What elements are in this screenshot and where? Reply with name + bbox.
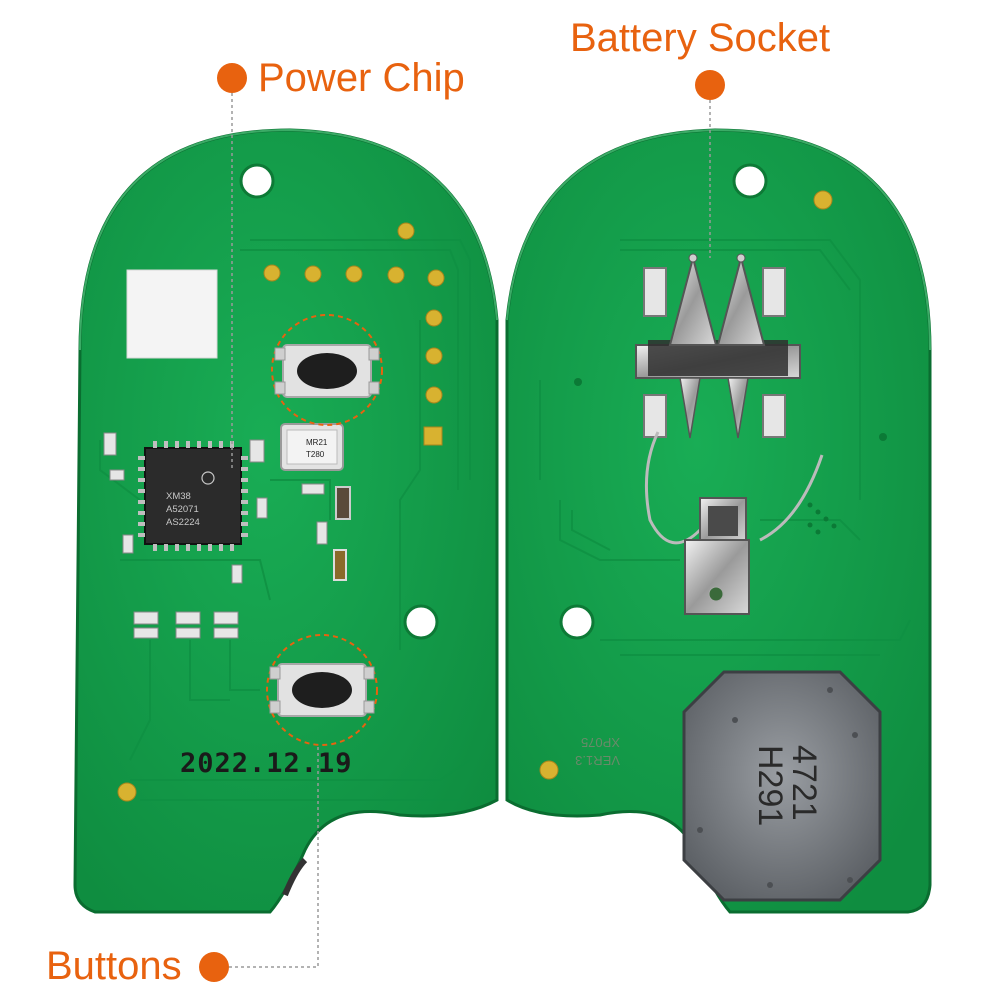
- callout-label-buttons: Buttons: [46, 944, 182, 988]
- test-pad: [117, 782, 137, 802]
- coil-marking-line2: H291: [751, 745, 789, 826]
- callout-battery-socket: [695, 70, 725, 258]
- callout-label-power-chip: Power Chip: [258, 56, 465, 100]
- pcb-back-board: XP075 VER1.3 4721 H291: [505, 128, 932, 914]
- callout-label-battery-socket: Battery Socket: [570, 16, 831, 60]
- coil-marking-line1: 4721: [785, 745, 823, 821]
- board-id-line1: XP075: [581, 735, 620, 750]
- test-pad: [813, 190, 833, 210]
- chip-marking-line2: A52071: [166, 504, 199, 515]
- test-pad: [539, 760, 559, 780]
- mounting-hole: [239, 163, 275, 199]
- chip-marking-line3: AS2224: [166, 517, 200, 528]
- power-chip: XM38 A52071 AS2224: [138, 441, 248, 551]
- callout-power-chip: [217, 63, 247, 470]
- mounting-hole: [732, 163, 768, 199]
- white-label-pad: [126, 269, 218, 359]
- battery-socket: [635, 253, 824, 545]
- battery-socket-marker-icon: [695, 70, 725, 100]
- crystal-oscillator: MR21 T280: [280, 423, 344, 471]
- tactile-button-upper: [271, 314, 383, 426]
- board-id-line2: VER1.3: [575, 753, 620, 768]
- mounting-hole: [559, 604, 595, 640]
- crystal-marking-line2: T280: [306, 450, 325, 459]
- pcb-front-outline: [73, 128, 499, 914]
- antenna-coil: 4721 H291: [682, 670, 882, 902]
- power-chip-marker-icon: [217, 63, 247, 93]
- chip-marking-line1: XM38: [166, 491, 191, 502]
- callout-buttons: [199, 745, 319, 982]
- tactile-button-lower: [266, 634, 378, 746]
- pcb-front-board: XM38 A52071 AS2224 MR21 T280: [73, 128, 499, 914]
- chip-logo-icon: [201, 471, 215, 485]
- buttons-marker-icon: [199, 952, 229, 982]
- smd-components: [103, 432, 351, 639]
- test-pad-row: [263, 222, 445, 446]
- crystal-marking-line1: MR21: [306, 438, 328, 447]
- battery-contact: [684, 497, 750, 615]
- mounting-hole: [403, 604, 439, 640]
- date-code: 2022.12.19: [180, 748, 353, 779]
